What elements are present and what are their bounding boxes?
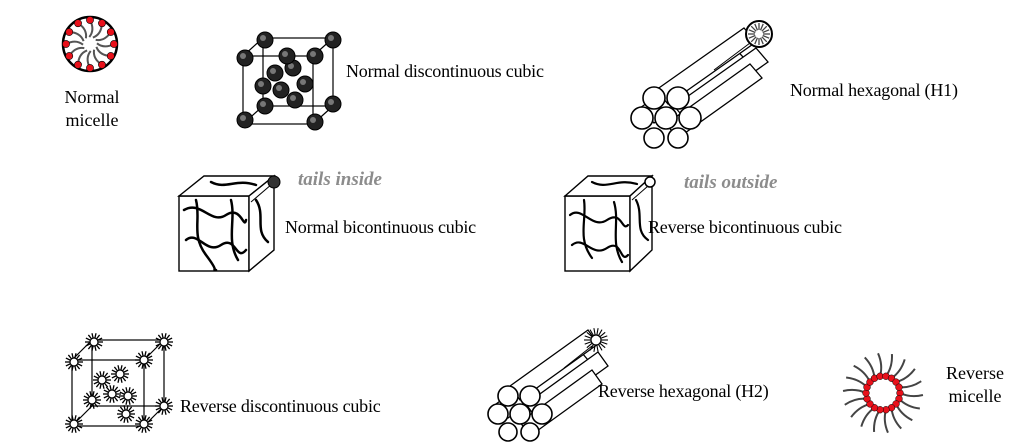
normal-micelle-figure — [58, 12, 122, 76]
reverse-bicontinuous-cubic-label: Reverse bicontinuous cubic — [648, 217, 842, 237]
normal-bicontinuous-cubic-figure — [176, 170, 286, 275]
normal-hexagonal-label: Normal hexagonal (H1) — [790, 80, 958, 100]
normal-micelle-label: Normal micelle — [62, 86, 122, 132]
reverse-hexagonal-label: Reverse hexagonal (H2) — [598, 381, 769, 401]
reverse-micelle-figure — [840, 350, 926, 436]
reverse-discontinuous-cubic-figure — [64, 330, 176, 432]
reverse-bicontinuous-cubic-figure — [562, 170, 662, 275]
normal-bicontinuous-cubic-label: Normal bicontinuous cubic — [285, 217, 476, 237]
normal-hexagonal-figure — [626, 18, 786, 148]
reverse-micelle-label: Reverse micelle — [940, 362, 1010, 408]
reverse-discontinuous-cubic-label: Reverse discontinuous cubic — [180, 396, 381, 416]
tails-inside-note: tails inside — [298, 169, 382, 191]
normal-discontinuous-cubic-figure — [235, 28, 345, 128]
reverse-hexagonal-figure — [484, 322, 614, 444]
normal-discontinuous-cubic-label: Normal discontinuous cubic — [346, 61, 544, 81]
tails-outside-note: tails outside — [684, 172, 777, 194]
